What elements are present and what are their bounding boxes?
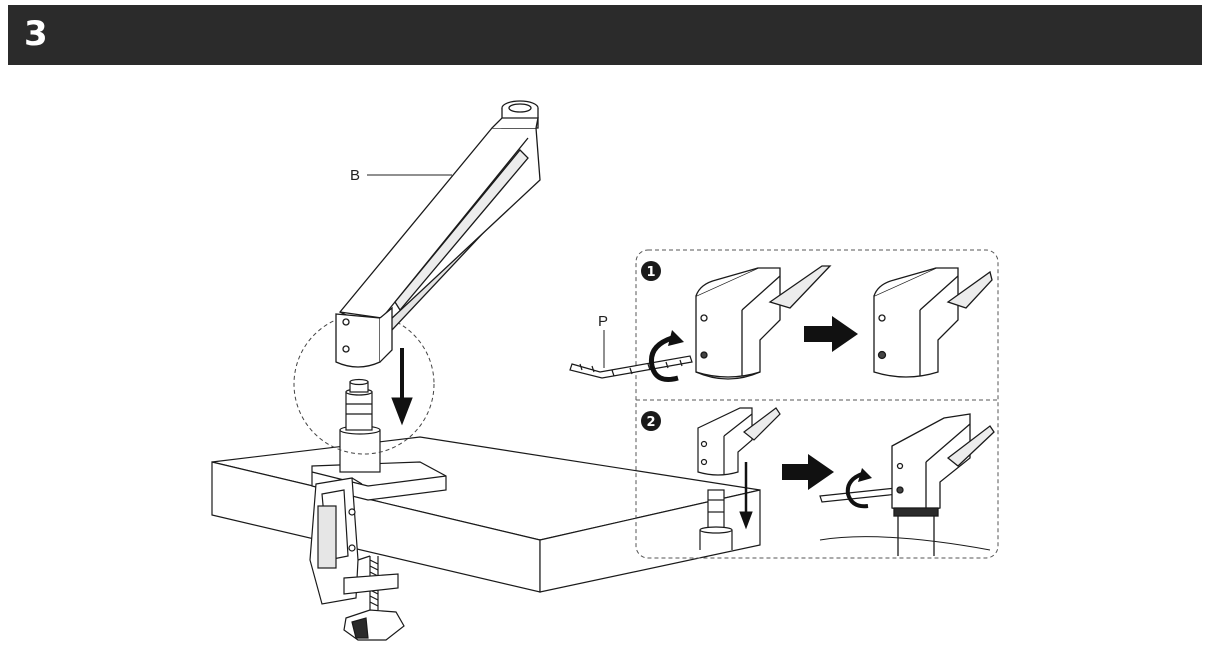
detail-panel (635, 249, 999, 559)
monitor-arm (335, 100, 541, 368)
right-arrow-1 (804, 316, 858, 352)
joint-assembled (819, 413, 995, 556)
joint-lowering (697, 407, 781, 476)
hex-key (569, 355, 693, 379)
rotate-clockwise-icon-2 (845, 468, 872, 509)
svg-text:P: P (598, 313, 608, 330)
step-header-bar: 3 (8, 5, 1202, 65)
right-arrow-2 (782, 454, 834, 490)
step-1-badge: 1 (641, 261, 661, 281)
joint-after-tighten (873, 267, 993, 378)
hex-key-label: P (598, 313, 608, 368)
step-2-badge: 2 (641, 411, 661, 431)
step-number: 3 (24, 14, 48, 54)
small-pole (699, 489, 733, 550)
svg-text:B: B (350, 167, 360, 184)
rotate-clockwise-icon (648, 330, 684, 382)
joint-before-tighten (695, 265, 832, 380)
small-down-arrow (739, 462, 753, 530)
mounting-pole (339, 378, 381, 473)
down-arrow (391, 348, 413, 426)
svg-text:2: 2 (646, 415, 655, 430)
arm-label: B (350, 167, 452, 184)
hex-key-small (819, 487, 899, 503)
svg-text:1: 1 (646, 265, 655, 280)
desk-top (211, 436, 761, 593)
